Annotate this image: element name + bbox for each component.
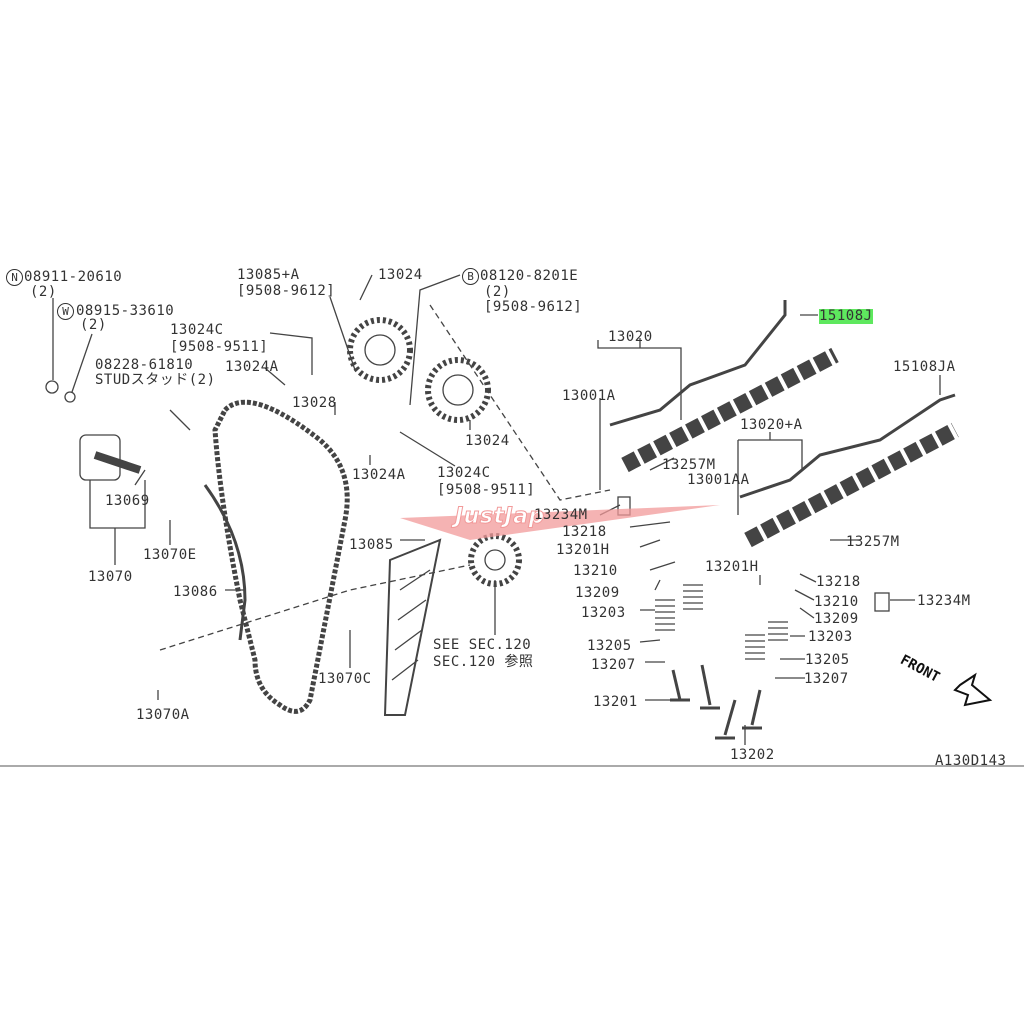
watermark-logo xyxy=(400,505,720,540)
label: 13024 xyxy=(465,433,510,449)
label: STUDスタッド(2) xyxy=(95,372,216,388)
label: 13205 xyxy=(805,652,850,668)
label: 13028 xyxy=(292,395,337,411)
nut-symbol: N xyxy=(6,269,23,286)
label: 08228-61810 xyxy=(95,357,194,373)
label: [9508-9612] xyxy=(237,283,336,299)
camshaft-2 xyxy=(744,422,959,548)
label: [9508-9511] xyxy=(170,339,269,355)
label: 13207 xyxy=(591,657,636,673)
label: 13201H xyxy=(556,542,610,558)
chain-tensioner xyxy=(79,434,121,481)
label: 13218 xyxy=(562,524,607,540)
camshaft-1 xyxy=(621,347,839,473)
washer xyxy=(64,391,76,403)
label: 13201H xyxy=(705,559,759,575)
label: [9508-9511] xyxy=(437,482,536,498)
label: SEE SEC.120 xyxy=(433,637,532,653)
label: 13024C xyxy=(437,465,491,481)
label: 13203 xyxy=(808,629,853,645)
label: 13207 xyxy=(804,671,849,687)
label: 13205 xyxy=(587,638,632,654)
label: 13024A xyxy=(352,467,406,483)
watermark-text: JustJap xyxy=(455,504,545,529)
label: 13020 xyxy=(608,329,653,345)
label: 13070C xyxy=(318,671,372,687)
label: 13085+A xyxy=(237,267,300,283)
label: (2) xyxy=(80,317,107,333)
diagram-code: A130D143 xyxy=(935,753,1007,769)
bolt-symbol: B xyxy=(462,268,479,285)
label: SEC.120 参照 xyxy=(433,654,534,670)
label: 13218 xyxy=(816,574,861,590)
label: (2) xyxy=(484,284,511,300)
chain-guide xyxy=(203,484,247,641)
label: 13069 xyxy=(105,493,150,509)
cam-sprocket-lower xyxy=(425,357,491,423)
front-arrow xyxy=(953,672,993,707)
label: 13234M xyxy=(917,593,971,609)
slack-guide xyxy=(383,538,442,716)
nut xyxy=(45,380,59,394)
crank-sprocket xyxy=(468,533,522,587)
label: 13201 xyxy=(593,694,638,710)
valve xyxy=(670,669,690,702)
timing-chain xyxy=(212,399,350,714)
label: 13257M xyxy=(662,457,716,473)
label: 13086 xyxy=(173,584,218,600)
label: 13020+A xyxy=(740,417,803,433)
label: 13203 xyxy=(581,605,626,621)
label: 13070A xyxy=(136,707,190,723)
cam-sprocket-upper xyxy=(347,317,413,383)
highlighted-part-label: 15108J xyxy=(819,308,873,324)
label: 13234M xyxy=(534,507,588,523)
label: 08915-33610 xyxy=(76,303,175,319)
label: 13202 xyxy=(730,747,775,763)
label: 13210 xyxy=(573,563,618,579)
label: (2) xyxy=(30,284,57,300)
valve-spring xyxy=(655,599,675,631)
label: 13024C xyxy=(170,322,224,338)
label: 13001A xyxy=(562,388,616,404)
washer-symbol: W xyxy=(57,303,74,320)
label: 13209 xyxy=(575,585,620,601)
label: 13085 xyxy=(349,537,394,553)
oil-tube-15108j xyxy=(609,300,787,427)
label: 13024A xyxy=(225,359,279,375)
label: 15108JA xyxy=(893,359,956,375)
label: 13257M xyxy=(846,534,900,550)
label: 13070 xyxy=(88,569,133,585)
label: [9508-9612] xyxy=(484,299,583,315)
label: 13210 xyxy=(814,594,859,610)
label: 13001AA xyxy=(687,472,750,488)
label: 13024 xyxy=(378,267,423,283)
label: 08120-8201E xyxy=(480,268,579,284)
label: 08911-20610 xyxy=(24,269,123,285)
label: 13209 xyxy=(814,611,859,627)
label: 13070E xyxy=(143,547,197,563)
oil-tube-15108ja xyxy=(739,393,956,499)
